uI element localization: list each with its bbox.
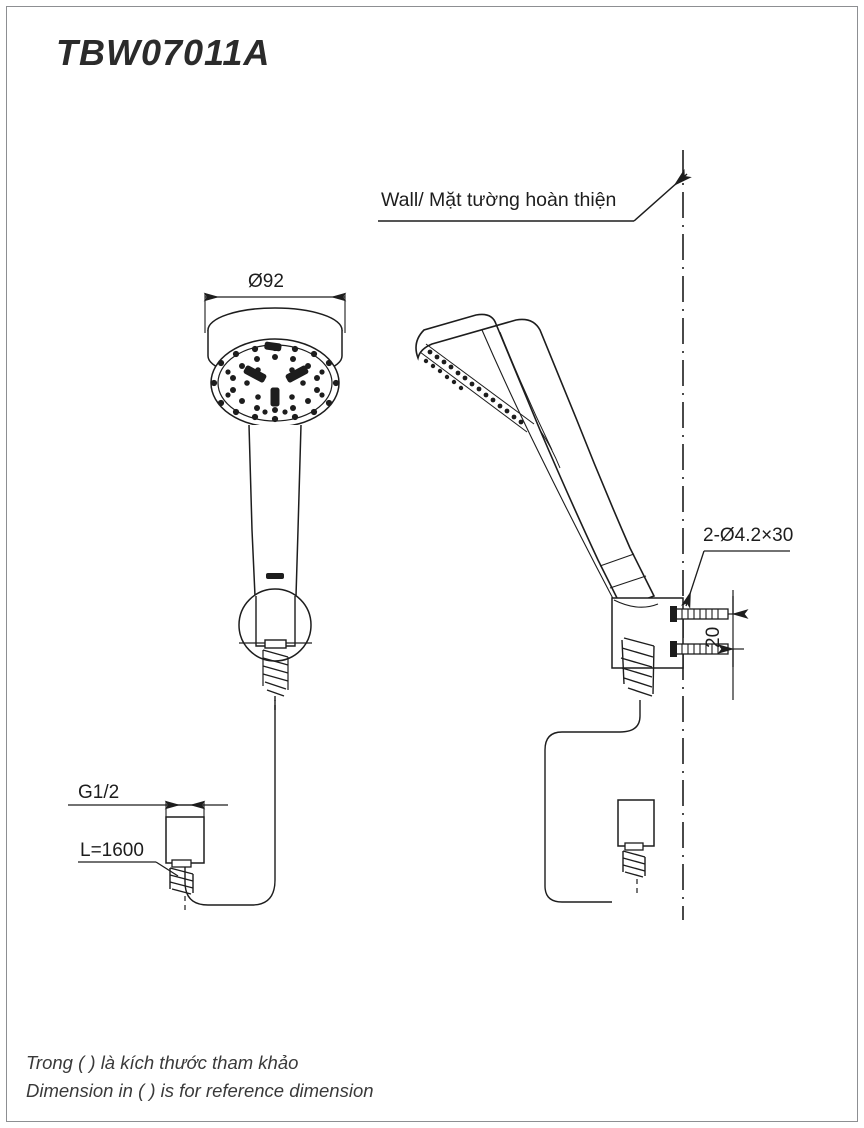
- thread-label: G1/2: [78, 782, 120, 803]
- hose-spring-front: [262, 639, 289, 697]
- side-view: [415, 313, 790, 903]
- wall-callout-leader: [378, 168, 692, 222]
- leader-hose-length: [78, 861, 179, 877]
- hose-front: [184, 696, 276, 906]
- screw-upper: [670, 606, 744, 622]
- mounting-screws: [670, 606, 744, 657]
- spray-mode-slots: [243, 341, 309, 407]
- screw-callout-label: 2-Ø4.2×30: [703, 525, 794, 546]
- page-title: TBW07011A: [56, 32, 271, 73]
- shower-head-side: [415, 313, 656, 613]
- screw-spacing-label: 20: [703, 626, 724, 648]
- wall-label: Wall/ Mặt tường hoàn thiện: [381, 189, 617, 211]
- handle-marking: [266, 573, 284, 579]
- hose-spring-side: [620, 637, 655, 697]
- hose-side: [544, 700, 641, 903]
- dimension-diameter-92: [203, 292, 347, 333]
- shower-head-front: [207, 307, 343, 428]
- shower-handle-front: [248, 424, 302, 597]
- spray-face-side: [423, 349, 524, 425]
- note-vietnamese: Trong ( ) là kích thước tham khảo: [26, 1052, 299, 1073]
- hose-length-label: L=1600: [80, 840, 144, 861]
- note-english: Dimension in ( ) is for reference dimens…: [26, 1080, 374, 1101]
- holder-front: [238, 588, 312, 662]
- front-view: [68, 292, 347, 912]
- inlet-connector-side: [617, 799, 655, 896]
- leader-screw-callout: [681, 550, 790, 609]
- dimension-label-diameter: Ø92: [248, 271, 284, 292]
- inlet-connector-front: [165, 816, 205, 912]
